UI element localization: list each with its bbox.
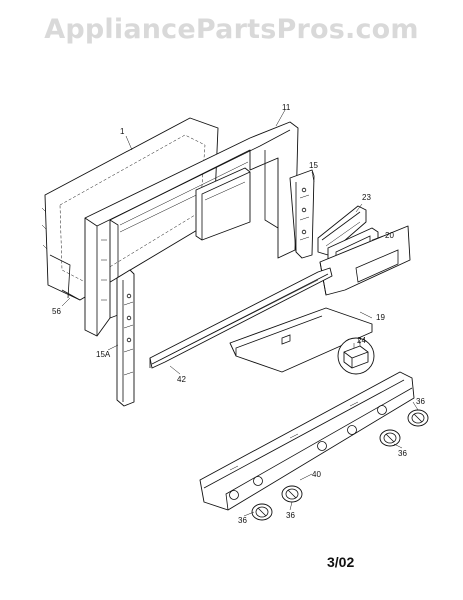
part-knob-panel bbox=[199, 371, 415, 511]
part-inner-bracket bbox=[195, 167, 251, 241]
part-side-bracket-left bbox=[116, 269, 135, 407]
knob-lower-middle bbox=[281, 485, 303, 503]
label-part-36-lower-left: 36 bbox=[238, 516, 247, 525]
label-part-23: 23 bbox=[362, 193, 371, 202]
part-switch-detail bbox=[337, 337, 375, 375]
label-part-56: 56 bbox=[52, 307, 61, 316]
label-part-1: 1 bbox=[120, 127, 125, 136]
revision-date: 3/02 bbox=[327, 554, 355, 570]
knob-right-upper bbox=[407, 409, 429, 427]
label-part-11: 11 bbox=[282, 103, 291, 112]
leader-lines bbox=[61, 109, 419, 517]
knob-right-lower bbox=[379, 429, 401, 447]
part-side-bracket-right bbox=[289, 169, 315, 259]
label-part-40: 40 bbox=[312, 470, 321, 479]
part-front-frame bbox=[84, 121, 299, 337]
watermark-text: AppliancePartsPros.com bbox=[44, 14, 419, 45]
label-part-36-right-upper: 36 bbox=[416, 397, 425, 406]
part-control-panel bbox=[319, 225, 411, 296]
part-trim-channel bbox=[149, 267, 333, 369]
label-part-36-right-lower: 36 bbox=[398, 449, 407, 458]
label-part-19: 19 bbox=[376, 313, 385, 322]
knob-lower-left bbox=[251, 503, 273, 521]
part-lower-panel bbox=[229, 307, 373, 373]
label-part-24: 24 bbox=[357, 336, 366, 345]
label-part-42: 42 bbox=[177, 375, 186, 384]
part-control-board bbox=[317, 205, 367, 256]
label-part-15: 15 bbox=[309, 161, 318, 170]
label-part-15a: 15A bbox=[96, 350, 111, 359]
label-part-20: 20 bbox=[385, 231, 394, 240]
label-part-36-lower-middle: 36 bbox=[286, 511, 295, 520]
